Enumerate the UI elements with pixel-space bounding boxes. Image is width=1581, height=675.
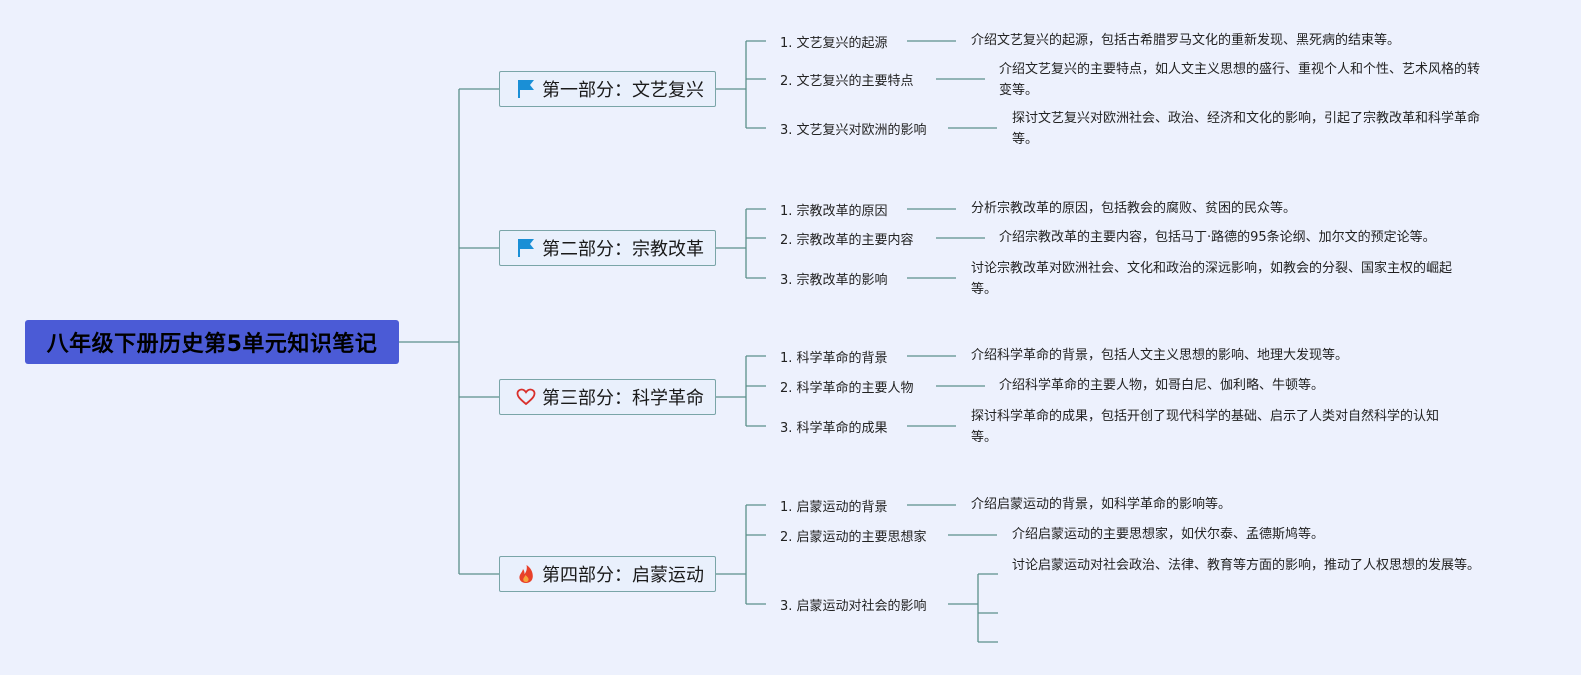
subtopic-description: 探讨科学革命的成果，包括开创了现代科学的基础、启示了人类对自然科学的认知等。 xyxy=(971,409,1440,445)
section-label: 第二部分：宗教改革 xyxy=(542,239,704,260)
subtopic-description: 介绍科学革命的背景，包括人文主义思想的影响、地理大发现等。 xyxy=(971,348,1349,363)
subtopic-item[interactable]: 3. 文艺复兴对欧洲的影响 xyxy=(780,123,927,138)
subtopic-description: 介绍文艺复兴的主要特点，如人文主义思想的盛行、重视个人和个性、艺术风格的转变等。 xyxy=(999,62,1481,98)
subtopic-description: 分析宗教改革的原因，包括教会的腐败、贫困的民众等。 xyxy=(971,201,1297,216)
subtopic-description: 介绍启蒙运动的背景，如科学革命的影响等。 xyxy=(971,497,1232,512)
subtopic-description: 介绍文艺复兴的起源，包括古希腊罗马文化的重新发现、黑死病的结束等。 xyxy=(971,33,1401,48)
flag-icon xyxy=(516,79,536,99)
root-topic[interactable]: 八年级下册历史第5单元知识笔记 xyxy=(25,320,399,364)
subtopic-item[interactable]: 3. 科学革命的成果 xyxy=(780,421,888,436)
flame-icon xyxy=(516,564,536,584)
subtopic-description: 介绍科学革命的主要人物，如哥白尼、伽利略、牛顿等。 xyxy=(999,378,1325,393)
subtopic-description: 探讨文艺复兴对欧洲社会、政治、经济和文化的影响，引起了宗教改革和科学革命等。 xyxy=(1012,111,1481,147)
subtopic-description: 讨论宗教改革对欧洲社会、文化和政治的深远影响，如教会的分裂、国家主权的崛起等。 xyxy=(971,261,1453,297)
section-reformation[interactable]: 第二部分：宗教改革 xyxy=(499,230,716,266)
subtopic-item[interactable]: 1. 宗教改革的原因 xyxy=(780,204,888,219)
heart-icon xyxy=(516,387,536,407)
section-renaissance[interactable]: 第一部分：文艺复兴 xyxy=(499,71,716,107)
subtopic-item[interactable]: 1. 启蒙运动的背景 xyxy=(780,500,888,515)
subtopic-item[interactable]: 2. 文艺复兴的主要特点 xyxy=(780,74,914,89)
section-scientific-revolution[interactable]: 第三部分：科学革命 xyxy=(499,379,716,415)
subtopic-item[interactable]: 1. 科学革命的背景 xyxy=(780,351,888,366)
section-label: 第四部分：启蒙运动 xyxy=(542,565,704,586)
subtopic-item[interactable]: 1. 文艺复兴的起源 xyxy=(780,36,888,51)
root-title: 八年级下册历史第5单元知识笔记 xyxy=(46,332,378,357)
subtopic-item[interactable]: 3. 宗教改革的影响 xyxy=(780,273,888,288)
section-enlightenment[interactable]: 第四部分：启蒙运动 xyxy=(499,556,716,592)
flag-icon xyxy=(516,238,536,258)
subtopic-item[interactable]: 2. 启蒙运动的主要思想家 xyxy=(780,530,927,545)
subtopic-description: 介绍宗教改革的主要内容，包括马丁·路德的95条论纲、加尔文的预定论等。 xyxy=(999,230,1436,245)
subtopic-description: 讨论启蒙运动对社会政治、法律、教育等方面的影响，推动了人权思想的发展等。 xyxy=(1012,558,1481,573)
subtopic-description: 介绍启蒙运动的主要思想家，如伏尔泰、孟德斯鸠等。 xyxy=(1012,527,1325,542)
subtopic-item[interactable]: 2. 宗教改革的主要内容 xyxy=(780,233,914,248)
section-label: 第一部分：文艺复兴 xyxy=(542,80,704,101)
section-label: 第三部分：科学革命 xyxy=(542,388,704,409)
subtopic-item[interactable]: 2. 科学革命的主要人物 xyxy=(780,381,914,396)
subtopic-item[interactable]: 3. 启蒙运动对社会的影响 xyxy=(780,599,927,614)
